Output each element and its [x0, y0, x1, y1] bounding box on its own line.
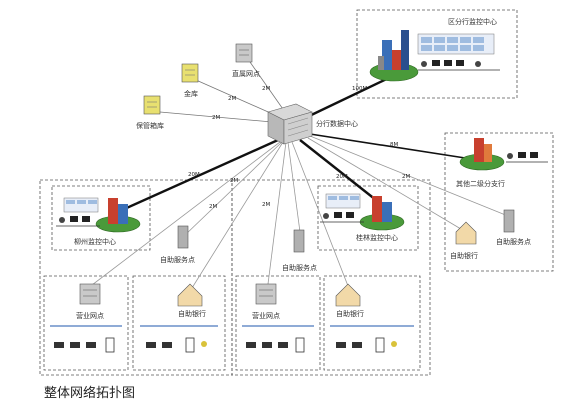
workstation-icons	[418, 60, 500, 71]
guilin-monitor-box	[317, 185, 419, 251]
workstation-icons	[320, 212, 364, 223]
atm-icon	[503, 209, 515, 233]
regional-monitor-box	[356, 9, 518, 99]
liuzhou-region-box	[39, 179, 233, 376]
self-bank-b-label: 自助银行	[336, 309, 364, 318]
safe-deposit-node: 保管箱库	[136, 95, 164, 130]
link-guilin	[299, 139, 377, 201]
building-icon	[108, 198, 128, 224]
bw-label-spoke-d: 2M	[402, 174, 410, 180]
house-icon	[177, 283, 203, 307]
safe-server-icon	[143, 95, 161, 115]
house-icon	[455, 221, 477, 245]
self-service-a-node: 自助服务点	[160, 225, 195, 264]
workstation-icons	[506, 152, 548, 163]
regional-monitor-node: 区分行监控中心	[369, 17, 500, 82]
vault-server-icon	[181, 63, 199, 83]
workstation-icons	[56, 216, 100, 227]
house-icon	[335, 283, 361, 307]
self-bank-a-label: 自助银行	[178, 309, 206, 318]
link-regional	[304, 73, 396, 120]
self-service-a-label: 自助服务点	[160, 255, 195, 264]
self-service-b-label: 自助服务点	[282, 263, 317, 272]
self-service-c-node: 自助服务点	[496, 209, 531, 246]
camera-icons	[54, 337, 115, 353]
server-icon	[255, 283, 277, 305]
link-outlet-b	[267, 141, 287, 285]
video-wall-icon	[325, 193, 361, 209]
bw-label-spoke-b: 2M	[209, 204, 217, 210]
self-bank-right-node: 自助银行	[450, 221, 478, 260]
self-bank-b-box	[323, 275, 421, 371]
second-branch-box	[444, 132, 554, 272]
bw-label-safe: 2M	[212, 115, 220, 121]
video-wall-icon	[417, 33, 495, 55]
self-bank-b-node: 自助银行	[330, 283, 414, 353]
liuzhou-monitor-label: 柳州监控中心	[74, 237, 116, 246]
self-service-b-node: 自助服务点	[282, 229, 317, 272]
bw-label-second-branch: 8M	[390, 142, 398, 148]
building-icon	[378, 30, 409, 70]
link-outlet-a	[91, 141, 281, 286]
link-self-service-b	[287, 141, 301, 233]
self-service-c-label: 自助服务点	[496, 237, 531, 246]
outlet-a-box	[43, 275, 129, 371]
bw-label-vault: 2M	[228, 96, 236, 102]
bw-label-regional: 100M	[352, 86, 367, 92]
self-bank-right-label: 自助银行	[450, 251, 478, 260]
liuzhou-monitor-node: 柳州监控中心	[56, 197, 141, 246]
branch-data-center-node: 分行数据中心	[267, 103, 358, 145]
atm-icon	[293, 229, 305, 253]
direct-outlet-label: 直属网点	[232, 69, 260, 78]
server-icon	[235, 43, 253, 63]
outlet-b-label: 营业网点	[252, 311, 280, 320]
link-vault	[195, 79, 276, 116]
self-bank-a-node: 自助银行	[140, 283, 218, 353]
building-icon	[372, 196, 392, 222]
link-self-bank-a	[191, 141, 284, 289]
outlet-a-node: 营业网点	[50, 283, 122, 353]
link-second-branch	[309, 133, 479, 161]
bw-label-spoke-a: 2M	[230, 178, 238, 184]
link-self-bank-b	[291, 141, 349, 287]
network-links	[91, 61, 509, 289]
server-icon	[79, 283, 101, 305]
link-direct	[249, 61, 286, 113]
outlet-b-node: 营业网点	[242, 283, 314, 353]
bw-label-spoke-c: 2M	[262, 202, 270, 208]
link-self-bank-right	[307, 137, 467, 233]
atm-icon	[177, 225, 189, 249]
vault-label: 金库	[184, 89, 198, 98]
camera-icons	[146, 337, 207, 353]
camera-icons	[336, 337, 397, 353]
link-self-service-a	[183, 141, 283, 237]
bw-label-guilin: 20M	[336, 174, 348, 180]
second-branch-label: 其他二级分支行	[456, 179, 505, 188]
server-rack-icon	[267, 103, 313, 145]
safe-deposit-label: 保管箱库	[136, 121, 164, 130]
branch-data-center-label: 分行数据中心	[316, 119, 358, 128]
link-self-service-c	[309, 135, 509, 217]
guilin-region-box	[231, 179, 431, 376]
self-bank-a-box	[132, 275, 226, 371]
guilin-monitor-label: 桂林监控中心	[356, 233, 398, 242]
vault-node: 金库	[181, 63, 199, 98]
regional-monitor-label: 区分行监控中心	[448, 17, 497, 26]
liuzhou-monitor-box	[51, 185, 151, 251]
video-wall-icon	[63, 197, 99, 213]
bw-label-liuzhou: 20M	[188, 172, 200, 178]
figure-caption: 整体网络拓扑图	[44, 386, 136, 401]
camera-icons	[246, 337, 305, 353]
guilin-monitor-node: 桂林监控中心	[320, 193, 405, 242]
outlet-b-box	[235, 275, 321, 371]
link-liuzhou	[121, 138, 279, 212]
direct-outlet-node: 直属网点	[232, 43, 260, 78]
second-branch-node: 其他二级分支行	[456, 138, 548, 188]
link-safe	[159, 111, 273, 123]
outlet-a-label: 营业网点	[76, 311, 104, 320]
building-icon	[474, 138, 492, 162]
bw-label-direct: 2M	[262, 86, 270, 92]
